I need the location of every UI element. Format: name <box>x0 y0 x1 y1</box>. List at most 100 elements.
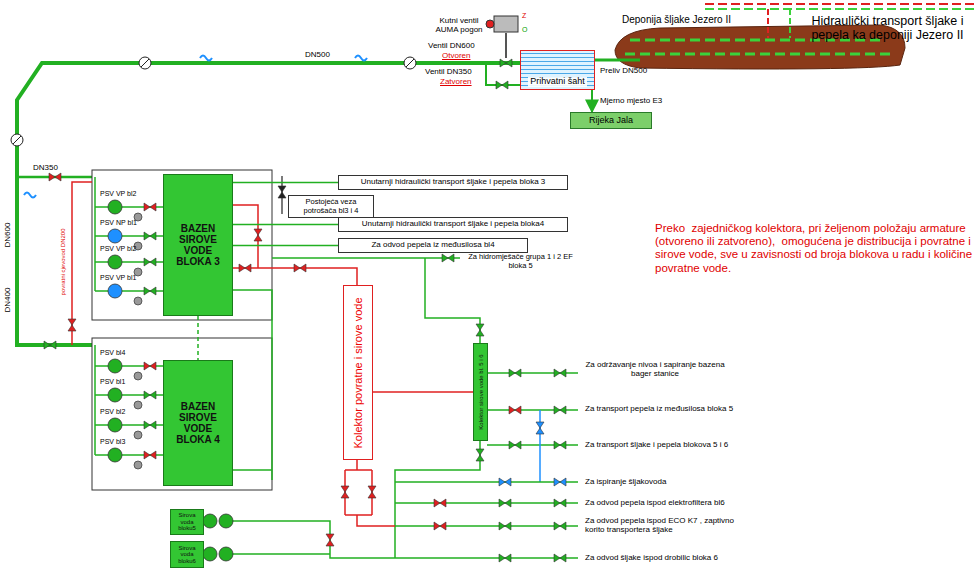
valve-half <box>506 59 512 67</box>
valve-half <box>515 369 521 377</box>
valve-half <box>440 522 446 530</box>
block-pipes <box>198 258 578 558</box>
pump-symbol <box>219 514 233 528</box>
valve-half <box>144 362 150 370</box>
valve-half <box>368 492 376 498</box>
valve-half <box>554 478 560 486</box>
node-text: Unutarnji hidraulički transport šljake i… <box>361 178 546 187</box>
valve-symbol <box>49 173 61 181</box>
gauge-symbol <box>134 297 142 305</box>
deponija <box>615 4 975 69</box>
valve-half <box>515 441 521 449</box>
valve-symbol <box>509 441 521 449</box>
valve-symbol <box>499 522 511 530</box>
pump-symbol <box>108 418 122 432</box>
diagram-label: Za odvod šljake ispod drobilic bloka 6 <box>585 553 718 562</box>
deponija <box>789 9 791 38</box>
valve-symbol <box>496 81 508 89</box>
main-pipe <box>486 63 520 85</box>
diagram-label: DN400 <box>3 288 12 313</box>
valve-half <box>496 81 502 89</box>
valve-half <box>499 478 505 486</box>
valve-half <box>68 325 76 331</box>
diagram-label: DN600 <box>3 223 12 248</box>
valve-half <box>434 499 440 507</box>
basin-box: BAZEN SIROVE VODE BLOKA 3 <box>163 174 233 316</box>
actuator <box>486 20 494 28</box>
valve-half <box>434 522 440 530</box>
gauge-symbol <box>134 401 142 409</box>
valve-half <box>505 478 511 486</box>
node-text: Sirova voda bloku6 <box>172 545 202 565</box>
diagram-label: Za hidromješače grupa 1 i 2 EF bloka 5 <box>468 253 573 270</box>
valve-symbol <box>144 232 156 240</box>
valve-symbol <box>554 499 566 507</box>
valve-symbol <box>509 406 521 414</box>
pipe-line <box>94 177 96 291</box>
valve-symbol <box>144 391 156 399</box>
valve-symbol <box>476 449 484 461</box>
valve-symbol <box>144 421 156 429</box>
valve-half <box>341 492 349 498</box>
valve-symbol <box>509 369 521 377</box>
valve-half <box>440 499 446 507</box>
main-pipe <box>17 63 506 345</box>
meter-symbol <box>139 57 151 69</box>
diagram-label: Hidraulički transport šljake i pepela ka… <box>800 14 975 43</box>
pump-symbol <box>108 229 122 243</box>
valve-half <box>500 59 506 67</box>
valve-half <box>150 203 156 211</box>
valve-symbol <box>144 362 156 370</box>
valve-pump-symbols <box>11 57 566 562</box>
valve-half <box>560 554 566 562</box>
pump-symbol <box>108 388 122 402</box>
consumer-box: Unutarnji hidraulički transport šljake i… <box>338 175 568 190</box>
valve-half <box>560 406 566 414</box>
block-frames <box>92 338 272 490</box>
node-text: Rijeka Jala <box>589 116 633 126</box>
valve-symbol <box>434 522 446 530</box>
gauge-symbol <box>134 372 142 380</box>
actuator <box>486 16 518 32</box>
diagram-label: Otvoren <box>442 51 470 60</box>
meter-slash <box>13 136 21 144</box>
node-text: Unutarnji hidraulički transport šljake i… <box>362 220 544 229</box>
valve-half <box>368 486 376 492</box>
deponija <box>705 8 975 10</box>
valve-symbol <box>239 264 251 272</box>
valve-half <box>144 258 150 266</box>
valve-half <box>294 264 300 272</box>
diagram-label: PSV bl1 <box>100 378 125 386</box>
valve-symbol <box>499 499 511 507</box>
valve-symbol <box>144 287 156 295</box>
main-pipe <box>595 59 640 62</box>
valve-half <box>300 264 306 272</box>
gauge-symbol <box>134 431 142 439</box>
diagram-label: DN500 <box>305 50 330 59</box>
block-pipes <box>197 316 199 360</box>
valve-half <box>502 81 508 89</box>
valve-half <box>554 522 560 530</box>
valve-half <box>144 451 150 459</box>
valve-half <box>515 406 521 414</box>
valve-symbol <box>554 522 566 530</box>
valve-symbol <box>554 478 566 486</box>
river-box: Rijeka Jala <box>570 112 652 129</box>
flow-marks <box>200 56 212 61</box>
valve-half <box>509 441 515 449</box>
consumer-box: Postojeća veza potrošača bl3 i 4 <box>288 195 374 218</box>
valve-symbol <box>500 59 512 67</box>
valve-half <box>144 203 150 211</box>
valve-half <box>505 522 511 530</box>
diagram-label: Za transport šljake i pepela blokova 5 i… <box>585 440 728 449</box>
node-text: Za odvod pepela iz međusilosa bl4 <box>371 241 494 250</box>
block-pipes <box>395 482 578 558</box>
diagram-label: Ventil DN350 <box>425 67 472 76</box>
block-pipes <box>395 441 480 558</box>
pump-symbol <box>108 448 122 462</box>
valve-half <box>245 264 251 272</box>
basin-box: BAZEN SIROVE VODE BLOKA 4 <box>163 360 233 486</box>
node-text: Postojeća veza potrošača bl3 i 4 <box>292 198 370 215</box>
